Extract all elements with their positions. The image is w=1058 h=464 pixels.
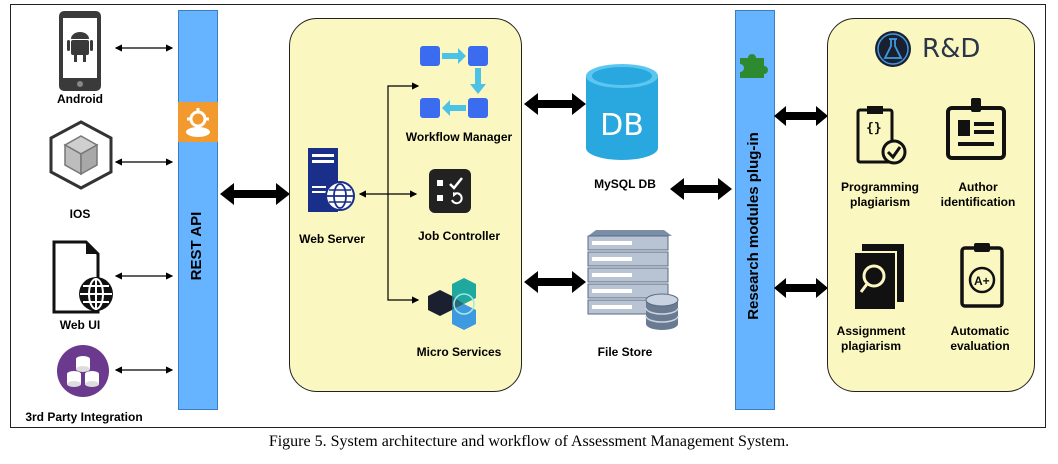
ios-icon [49,120,113,190]
automatic-evaluation-label: Automatic evaluation [950,324,1010,353]
ios-label: IOS [69,207,91,221]
figure-caption: Figure 5. System architecture and workfl… [268,433,790,450]
file-store-label: File Store [597,345,653,359]
client-arrows [114,44,174,374]
android-phone-icon [59,11,101,91]
plugin-puzzle-icon [740,54,768,78]
workflow-manager-label: Workflow Manager [405,130,513,144]
mysql-db-label: MySQL DB [594,177,656,191]
android-label: Android [57,92,103,106]
programming-plagiarism-icon: {} [856,106,907,165]
rnd-flask-logo-icon [875,31,911,67]
research-rnd-arrow-bottom [774,278,828,298]
web-ui-label: Web UI [59,318,101,332]
programming-plagiarism-label: Programming plagiarism [840,180,919,209]
file-store-icon [587,230,679,330]
api-gear-icon [178,102,218,142]
assignment-plagiarism-label: Assignment plagiarism [836,324,906,353]
web-server-connectors [358,82,420,304]
rnd-panel [827,18,1035,392]
rnd-logo-text: R&D [922,34,981,64]
author-identification-label: Author identification [940,180,1016,209]
job-controller-label: Job Controller [417,229,500,243]
assignment-plagiarism-icon [853,244,904,311]
micro-services-label: Micro Services [416,345,502,359]
web-server-label: Web Server [299,232,365,246]
db-text: DB [600,108,644,143]
research-rnd-arrow-top [774,106,828,126]
rest-api-label: REST API [188,211,205,281]
web-server-icon [308,148,355,212]
diagram-frame [10,4,1046,428]
workflow-db-arrow [524,93,586,115]
micro-services-icon [428,278,476,330]
third-party-integration-icon [57,345,109,397]
microservices-filestore-arrow [524,271,586,293]
workflow-manager-icon [420,46,488,118]
svg-text:{}: {} [866,121,882,136]
third-party-label: 3rd Party Integration [25,410,143,424]
author-identification-icon [946,98,1006,160]
rest-api-bar [178,10,218,410]
storage-research-arrow [670,178,732,200]
mysql-db-icon [586,64,658,160]
research-modules-label: Research modules plug-in [745,132,762,320]
grade-text: A+ [974,274,990,288]
api-webserver-arrow [220,183,290,205]
web-ui-icon [52,240,113,314]
automatic-evaluation-icon: A+ [960,243,1004,308]
job-controller-icon [429,169,471,213]
